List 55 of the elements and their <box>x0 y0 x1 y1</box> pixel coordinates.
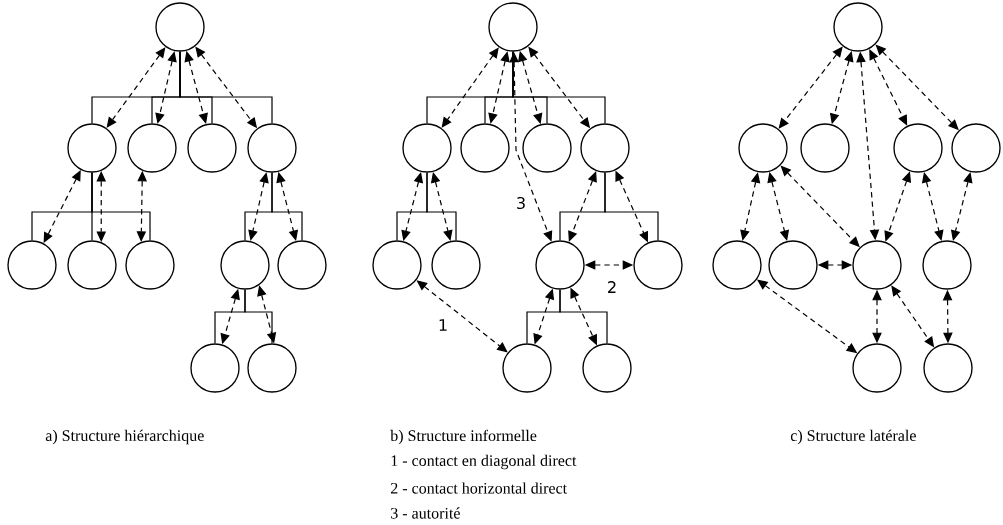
circle-node <box>738 123 788 173</box>
edge-label: 1 <box>436 317 450 333</box>
circle-node <box>125 240 175 290</box>
circle-node <box>768 240 818 290</box>
circle-node <box>833 2 883 52</box>
connector-line <box>244 289 273 344</box>
connector-line <box>604 172 659 241</box>
circle-node <box>247 343 297 393</box>
circle-node <box>535 240 585 290</box>
circle-node <box>127 123 177 173</box>
circle-node <box>220 240 270 290</box>
circle-node <box>893 123 943 173</box>
circle-node <box>190 343 240 393</box>
circle-node <box>372 240 422 290</box>
circle-node <box>922 240 972 290</box>
circle-node <box>187 123 237 173</box>
connector-line <box>559 289 608 344</box>
circle-node <box>488 2 538 52</box>
circle-node <box>247 123 297 173</box>
connector-line <box>512 51 606 124</box>
circle-node <box>460 123 510 173</box>
note: 2 - contact horizontal direct <box>391 482 567 494</box>
caption: b) Structure informelle <box>390 429 537 445</box>
note: 3 - autorité <box>391 507 460 519</box>
circle-node <box>923 343 973 393</box>
dashed-arrow <box>568 171 597 242</box>
dashed-arrow <box>106 47 166 128</box>
circle-node <box>852 240 902 290</box>
circle-node <box>277 240 327 290</box>
circle-node <box>67 123 117 173</box>
edge-label: 3 <box>514 195 528 211</box>
circle-node <box>633 240 683 290</box>
note: 1 - contact en diagonal direct <box>391 454 577 470</box>
circle-node <box>712 240 762 290</box>
connector-line <box>91 172 151 241</box>
circle-node <box>800 123 850 173</box>
circle-node <box>580 123 630 173</box>
dashed-arrow <box>921 172 944 241</box>
connector-line <box>271 172 303 241</box>
circle-node <box>7 240 57 290</box>
circle-node <box>522 123 572 173</box>
dashed-arrow <box>441 47 499 128</box>
caption: c) Structure latérale <box>790 429 916 445</box>
connector-line <box>179 51 273 124</box>
circle-node <box>155 2 205 52</box>
caption: a) Structure hiérarchique <box>45 429 204 445</box>
circle-node <box>582 343 632 393</box>
circle-node <box>951 123 1001 173</box>
edge-label: 2 <box>605 279 619 295</box>
circle-node <box>431 240 481 290</box>
circle-node <box>852 343 902 393</box>
circle-node <box>67 240 117 290</box>
circle-node <box>502 343 552 393</box>
circle-node <box>402 123 452 173</box>
dashed-arrow <box>869 49 908 126</box>
